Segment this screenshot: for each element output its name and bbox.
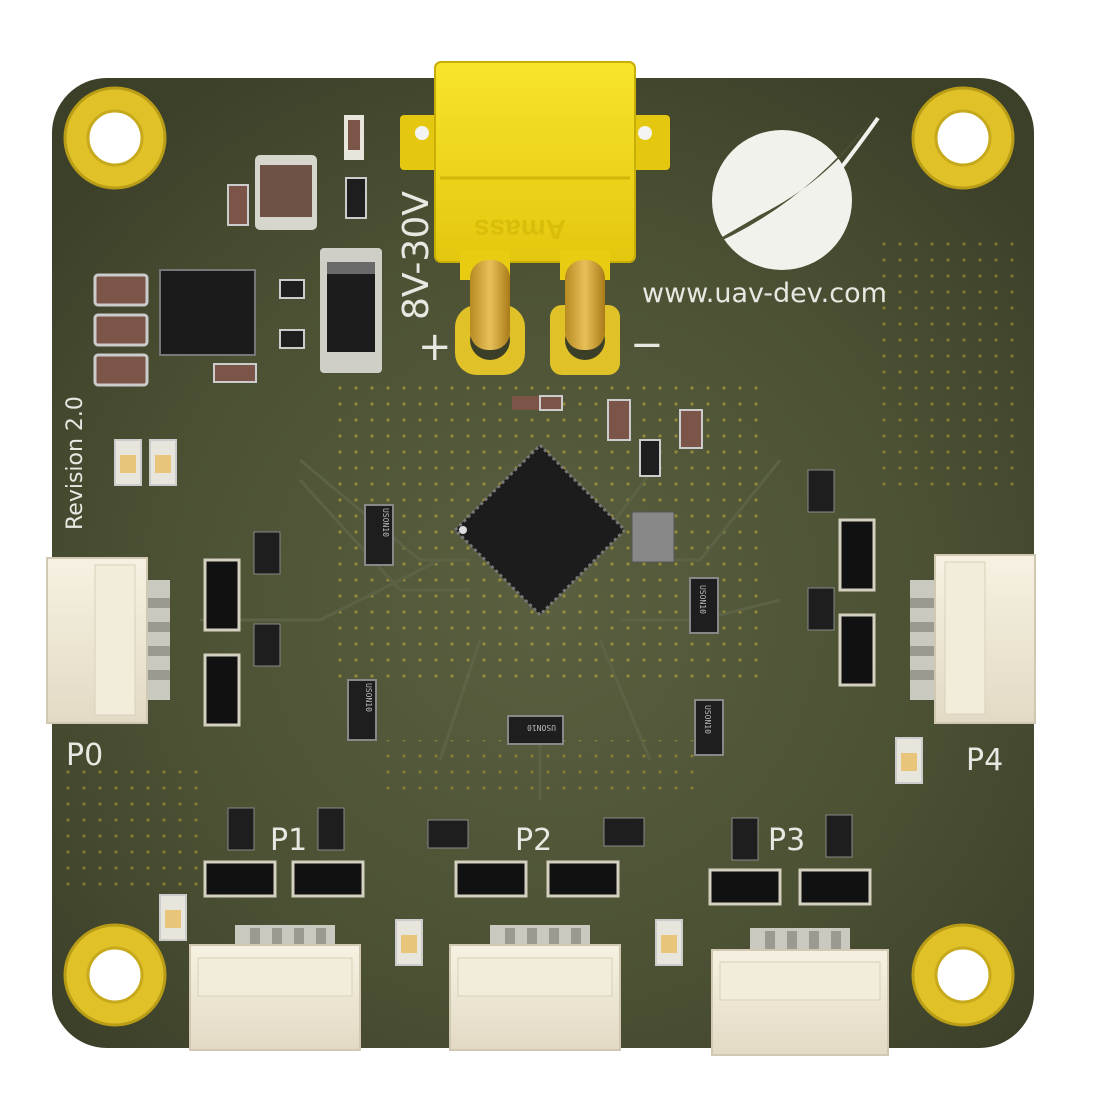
connector-p0 xyxy=(46,557,170,724)
port-label-p4: P4 xyxy=(966,743,1003,778)
schottky-diode xyxy=(320,248,382,373)
uson10-ic-1: USON10 xyxy=(364,504,394,566)
mounting-hole-top-left xyxy=(63,86,167,190)
via-field-right xyxy=(880,240,1020,490)
regulator-ic xyxy=(159,269,256,356)
power-inductor xyxy=(255,155,317,230)
port-label-p2: P2 xyxy=(515,823,552,858)
uson10-ic-2: USON10 xyxy=(347,679,377,741)
uson10-ic-4: USON10 xyxy=(689,577,719,634)
connector-p2 xyxy=(449,925,621,1051)
revision-label: Revision 2.0 xyxy=(63,396,88,530)
passive-components xyxy=(213,115,853,861)
input-voltage-label: 8V-30V xyxy=(396,191,437,320)
power-pad-negative xyxy=(550,260,620,375)
port-label-p0: P0 xyxy=(66,738,103,773)
mosfet-array xyxy=(203,518,876,906)
mounting-hole-bottom-right xyxy=(911,923,1015,1027)
port-label-p1: P1 xyxy=(270,823,307,858)
svg-text:USON10: USON10 xyxy=(703,705,712,734)
polarity-plus-label: + xyxy=(418,324,452,370)
connector-p3 xyxy=(711,928,889,1056)
port-label-p3: P3 xyxy=(768,823,805,858)
mounting-hole-top-right xyxy=(911,86,1015,190)
power-pad-positive xyxy=(455,260,525,375)
connector-p1 xyxy=(189,925,361,1051)
connector-p4 xyxy=(910,554,1036,724)
svg-text:USON10: USON10 xyxy=(698,585,707,614)
svg-text:USON10: USON10 xyxy=(527,723,556,732)
website-label: www.uav-dev.com xyxy=(642,278,887,309)
status-leds xyxy=(114,439,923,966)
mounting-hole-bottom-left xyxy=(63,923,167,1027)
via-field-left xyxy=(60,760,210,890)
input-capacitors xyxy=(93,273,149,387)
svg-text:USON10: USON10 xyxy=(381,508,390,537)
xt30-power-connector: Amass xyxy=(400,61,670,280)
uson10-ic-3: USON10 xyxy=(507,715,564,745)
uav-dev-logo xyxy=(700,115,880,270)
polarity-minus-label: − xyxy=(630,322,664,368)
connector-brand: Amass xyxy=(474,214,566,245)
uson10-ic-5: USON10 xyxy=(694,699,724,756)
svg-text:USON10: USON10 xyxy=(364,683,373,712)
main-mcu-chip xyxy=(453,443,627,617)
